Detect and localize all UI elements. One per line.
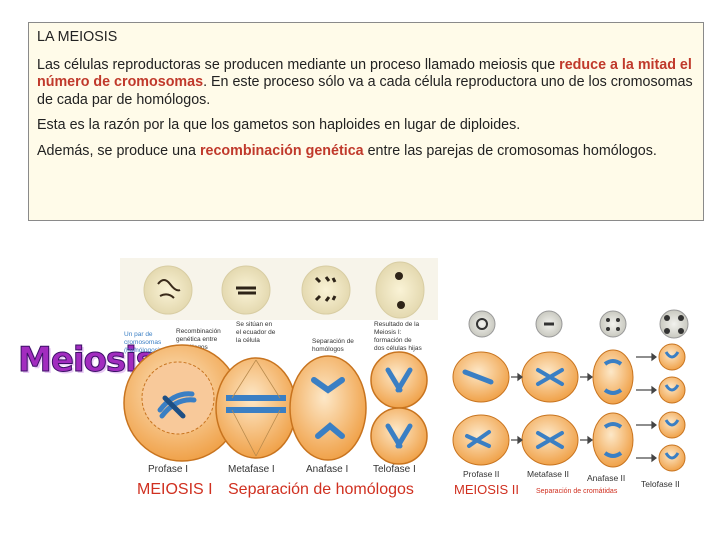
stage-label-metafase-2: Metafase II <box>527 469 569 479</box>
cell-telofase-1 <box>371 352 427 464</box>
meiosis-1-subtitle: Separación de homólogos <box>228 481 414 498</box>
micrograph-7 <box>600 311 626 337</box>
stage-label-metafase-1: Metafase I <box>228 464 275 475</box>
cell-telofase-2-group <box>659 344 685 471</box>
cell-profase-2-top <box>453 352 509 402</box>
stage-label-telofase-1: Telofase I <box>373 464 416 475</box>
stage-label-profase-2: Profase II <box>463 469 499 479</box>
cell-profase-2-bottom <box>453 415 509 465</box>
cell-anafase-2-bottom <box>593 413 633 467</box>
micrograph-8 <box>660 310 688 338</box>
stage-label-profase-1: Profase I <box>148 464 188 475</box>
cell-metafase-2-top <box>522 352 578 402</box>
cell-anafase-2-top <box>593 350 633 404</box>
cell-metafase-2-bottom <box>522 415 578 465</box>
stage-label-telofase-2: Telofase II <box>641 479 680 489</box>
cell-anafase-1 <box>290 356 366 460</box>
meiosis-2-subtitle: Separación de cromátidas <box>536 488 618 495</box>
micrograph-1 <box>144 266 192 314</box>
cell-metafase-1 <box>216 358 296 458</box>
stage-label-anafase-2: Anafase II <box>587 473 625 483</box>
micrograph-4 <box>376 262 424 318</box>
stage-label-anafase-1: Anafase I <box>306 464 348 475</box>
meiosis-2-title: MEIOSIS II <box>454 482 519 497</box>
meiosis-1-title: MEIOSIS I <box>137 481 213 498</box>
micrograph-6 <box>536 311 562 337</box>
micrograph-2 <box>222 266 270 314</box>
micrograph-5 <box>469 311 495 337</box>
micrograph-3 <box>302 266 350 314</box>
